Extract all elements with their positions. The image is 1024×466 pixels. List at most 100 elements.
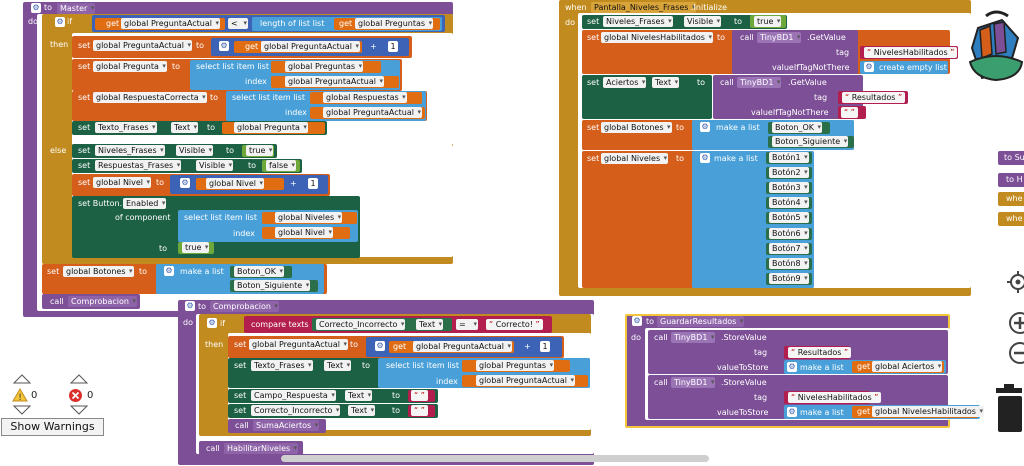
lt-operator[interactable]: < <box>228 18 248 29</box>
error-toggle[interactable] <box>69 374 89 384</box>
property-chip[interactable]: Text <box>652 77 680 88</box>
var-chip[interactable]: global PreguntaActual <box>476 375 575 386</box>
drawer-item[interactable] <box>998 192 1024 206</box>
set-component-block[interactable] <box>582 75 712 119</box>
show-warnings-button[interactable]: Show Warnings <box>1 418 104 436</box>
warning-toggle-down[interactable] <box>12 405 32 415</box>
eq-operator[interactable]: = <box>456 319 478 330</box>
var-chip[interactable]: global Nivel <box>93 177 152 188</box>
var-chip[interactable]: global Nivel <box>275 227 334 238</box>
gear-icon[interactable]: ⚙ <box>31 3 41 13</box>
procedure-chip[interactable]: HabilitarNiveles <box>224 443 299 454</box>
error-toggle-down[interactable] <box>69 405 89 415</box>
gear-icon[interactable]: ⚙ <box>700 122 710 132</box>
gear-icon[interactable]: ⚙ <box>787 362 797 372</box>
var-chip[interactable]: global Niveles <box>275 212 343 223</box>
empty-string[interactable] <box>841 107 858 118</box>
true-chip[interactable]: true <box>246 145 274 156</box>
component-chip[interactable]: Respuestas_Frases <box>95 160 182 171</box>
var-chip[interactable]: global PreguntaActual <box>413 341 512 352</box>
var-chip[interactable]: global Preguntas <box>285 61 364 72</box>
var-chip[interactable]: global Preguntas <box>355 18 434 29</box>
var-chip[interactable]: global Botones <box>63 266 134 277</box>
string-literal[interactable]: Resultados <box>788 347 852 358</box>
gear-icon[interactable]: ⚙ <box>164 266 174 276</box>
boton-chip[interactable]: Botón9 <box>769 273 809 284</box>
empty-string[interactable] <box>411 390 428 401</box>
number-one[interactable]: 1 <box>388 41 398 52</box>
var-chip[interactable]: global PreguntaActual <box>121 18 220 29</box>
var-chip[interactable]: global Preguntas <box>476 360 555 371</box>
true-chip[interactable]: true <box>754 16 782 27</box>
gear-icon[interactable]: ⚙ <box>700 153 710 163</box>
empty-string[interactable] <box>411 405 428 416</box>
property-chip[interactable]: Text <box>345 390 373 401</box>
component-chip[interactable]: Correcto_Incorrecto <box>251 405 341 416</box>
component-chip[interactable]: Boton_Siguiente <box>772 136 849 147</box>
property-chip[interactable]: Visible <box>684 16 722 27</box>
warning-toggle[interactable] <box>12 374 32 384</box>
component-chip[interactable]: Niveles_Frases <box>95 145 165 156</box>
component-chip[interactable]: TinyBD1 <box>757 32 802 43</box>
component-chip[interactable]: Campo_Respuesta <box>251 390 336 401</box>
var-chip[interactable]: global PreguntaActual <box>249 339 348 350</box>
gear-icon[interactable]: ⚙ <box>180 178 190 188</box>
component-chip[interactable]: Boton_OK <box>772 122 823 133</box>
gear-icon[interactable]: ⚙ <box>185 301 195 311</box>
string-literal[interactable]: Correcto! <box>486 319 543 330</box>
boton-chip[interactable]: Botón1 <box>769 152 809 163</box>
component-chip[interactable]: Pantalla_Niveles_Frases <box>591 2 697 13</box>
var-chip[interactable]: global NivelesHabilitados <box>601 32 713 43</box>
var-chip[interactable]: global Respuestas <box>323 92 407 103</box>
boton-chip[interactable]: Botón2 <box>769 167 809 178</box>
var-chip[interactable]: global Botones <box>601 122 672 133</box>
gear-icon[interactable]: ⚙ <box>864 62 874 72</box>
var-chip[interactable]: global RespuestaCorrecta <box>93 92 207 103</box>
zoom-out-icon[interactable] <box>1004 341 1024 365</box>
var-chip[interactable]: global Nivel <box>206 178 265 189</box>
center-view-icon[interactable] <box>1004 271 1024 293</box>
var-chip[interactable]: global NivelesHabilitados <box>872 406 984 417</box>
var-chip[interactable]: global Niveles <box>601 153 669 164</box>
zoom-in-icon[interactable] <box>1004 311 1024 335</box>
true-chip[interactable]: true <box>182 242 210 253</box>
false-chip[interactable]: false <box>266 160 297 171</box>
drawer-item[interactable] <box>998 212 1024 226</box>
procedure-chip[interactable]: SumaAciertos <box>253 420 320 431</box>
property-chip[interactable]: Text <box>416 319 444 330</box>
component-chip[interactable]: Boton_OK <box>234 266 285 277</box>
drawer-item[interactable] <box>998 151 1024 165</box>
component-chip[interactable]: Boton_Siguiente <box>234 280 311 291</box>
var-chip[interactable]: global PreguntaActual <box>285 76 384 87</box>
drawer-item[interactable] <box>998 173 1024 187</box>
var-chip[interactable]: global Pregunta <box>93 61 167 72</box>
var-chip[interactable]: global Aciertos <box>872 361 943 372</box>
component-chip[interactable]: Texto_Frases <box>251 360 313 371</box>
master-name[interactable]: Master <box>57 3 96 14</box>
gear-icon[interactable]: ⚙ <box>787 407 797 417</box>
gear-icon[interactable]: ⚙ <box>207 318 217 328</box>
boton-chip[interactable]: Botón8 <box>769 258 809 269</box>
procedure-name[interactable]: GuardarResultados <box>657 316 745 327</box>
component-chip[interactable]: TinyBD1 <box>737 77 782 88</box>
boton-chip[interactable]: Botón7 <box>769 243 809 254</box>
boton-chip[interactable]: Botón5 <box>769 212 809 223</box>
procedure-name[interactable]: Comprobacion <box>210 301 279 312</box>
gear-icon[interactable]: ⚙ <box>219 41 229 51</box>
property-chip[interactable]: Visible <box>196 160 234 171</box>
horizontal-scrollbar[interactable] <box>281 455 709 462</box>
number-one[interactable]: 1 <box>540 341 550 352</box>
var-chip[interactable]: global Pregunta <box>234 122 308 133</box>
property-chip[interactable]: Enabled <box>123 198 167 209</box>
var-chip[interactable]: global PreguntaActual <box>323 107 422 118</box>
property-chip[interactable]: Text <box>348 405 376 416</box>
procedure-chip[interactable]: Comprobacion <box>68 296 137 307</box>
number-one[interactable]: 1 <box>308 178 318 189</box>
boton-chip[interactable]: Botón6 <box>769 228 809 239</box>
component-chip[interactable]: Correcto_Incorrecto <box>316 319 406 330</box>
create-empty-list-block[interactable] <box>860 61 948 74</box>
property-chip[interactable]: Text <box>171 122 199 133</box>
backpack-icon[interactable] <box>968 8 1024 84</box>
property-chip[interactable]: Text <box>324 360 352 371</box>
property-chip[interactable]: Visible <box>176 145 214 156</box>
